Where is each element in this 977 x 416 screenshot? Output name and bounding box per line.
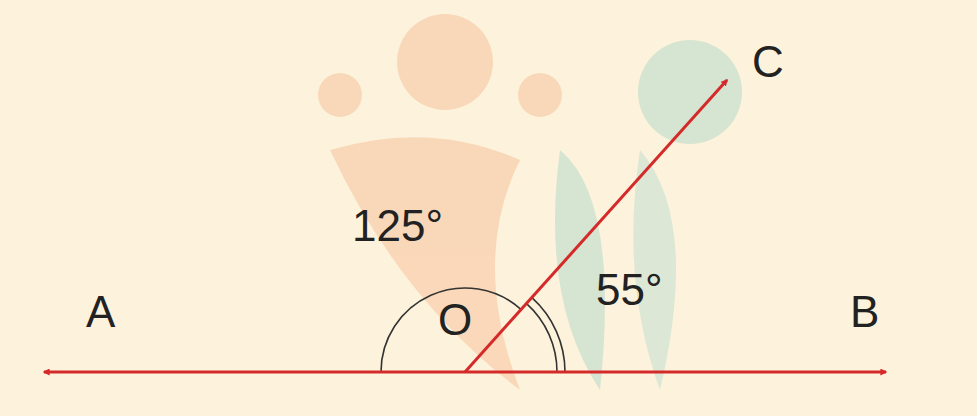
- ray-oc: [465, 80, 727, 372]
- angle-label: 55°: [596, 268, 663, 312]
- angle-label: 125°: [352, 204, 443, 248]
- line-ab: [44, 371, 465, 374]
- angle-arcs: [381, 288, 565, 372]
- watermark: [318, 14, 742, 390]
- point-label: C: [752, 40, 784, 84]
- line-ab: [465, 371, 886, 374]
- angle-arc-55-inner: [527, 304, 557, 372]
- angle-arc-125: [381, 288, 521, 372]
- point-label: B: [850, 290, 879, 334]
- point-label: A: [86, 290, 115, 334]
- point-label: O: [438, 298, 472, 342]
